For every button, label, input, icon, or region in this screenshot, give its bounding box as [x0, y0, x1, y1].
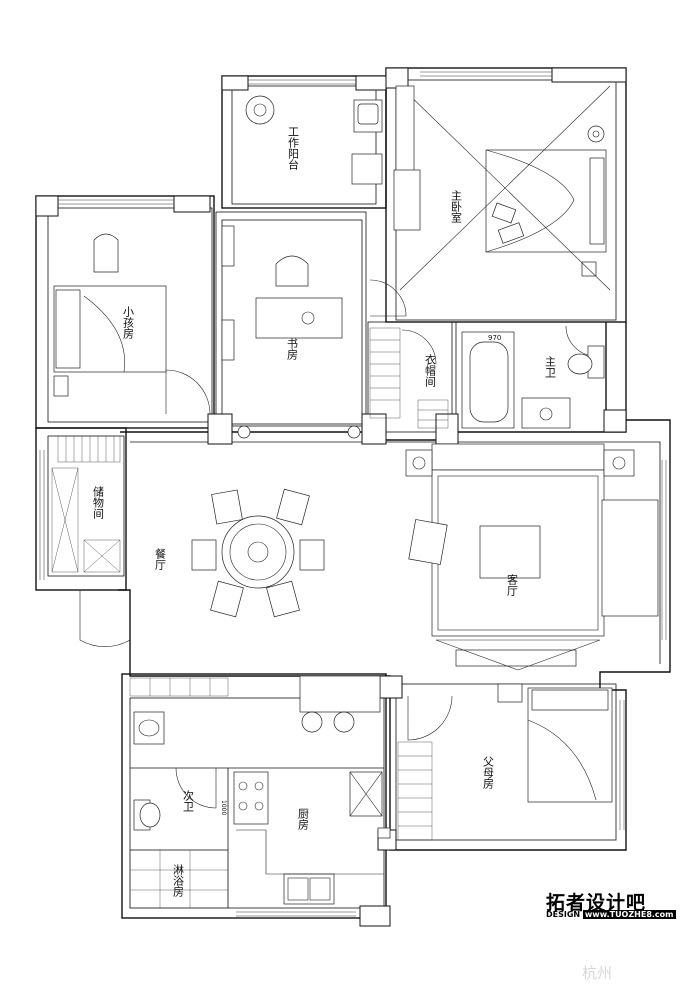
watermark: 杭州	[582, 964, 613, 982]
child-bed	[53, 233, 167, 397]
guest-bath-fixtures	[129, 711, 229, 909]
balcony-wardrobe	[393, 169, 421, 231]
label-kitchen: 厨房	[297, 808, 310, 831]
brand-logo: 拓者设计吧 DESIGN www.TUOZHE8.com	[546, 888, 686, 928]
wall-columns	[35, 67, 627, 927]
label-closet: 衣帽间	[424, 353, 437, 388]
label-parents-room: 父母房	[482, 756, 495, 790]
master-bed	[399, 85, 611, 291]
label-master-bedroom: 主卧室	[450, 190, 463, 223]
living-furniture	[405, 443, 659, 671]
bathtub-size: 970	[488, 334, 501, 342]
windows	[39, 71, 667, 917]
label-shower: 淋浴房	[172, 864, 185, 898]
label-master-bath: 主卫	[544, 356, 557, 378]
master-bath-fixtures: 970	[461, 331, 605, 429]
logo-text: 拓者设计吧	[546, 892, 647, 914]
room-labels: 工作阳台 主卧室 小孩房 书房 衣帽间 主卫 储物间 餐厅 客厅 父母房 次卫 …	[92, 126, 557, 898]
logo-subtitle: DESIGN www.TUOZHE8.com	[546, 910, 676, 919]
bar-counter	[129, 675, 381, 733]
small-fixture	[377, 827, 391, 839]
storage-shelves	[51, 435, 121, 573]
parents-bed	[397, 683, 613, 841]
label-living: 客厅	[506, 573, 519, 596]
label-study: 书房	[286, 338, 299, 361]
label-dining: 餐厅	[154, 547, 167, 570]
closet-shelves	[369, 327, 449, 429]
label-guest-bath: 次卫	[182, 789, 195, 812]
doors	[79, 279, 597, 809]
dining-table	[191, 488, 325, 618]
label-storage: 储物间	[92, 485, 105, 520]
study-furniture	[221, 225, 361, 439]
label-child-room: 小孩房	[122, 306, 135, 340]
logo-url: www.TUOZHE8.com	[582, 910, 676, 919]
kitchen-fixtures: 1000	[220, 771, 384, 905]
counter-size: 1000	[220, 800, 227, 815]
label-work-balcony: 工作阳台	[287, 126, 300, 170]
balcony-fixtures	[245, 95, 383, 185]
logo-sub-prefix: DESIGN	[546, 910, 581, 919]
